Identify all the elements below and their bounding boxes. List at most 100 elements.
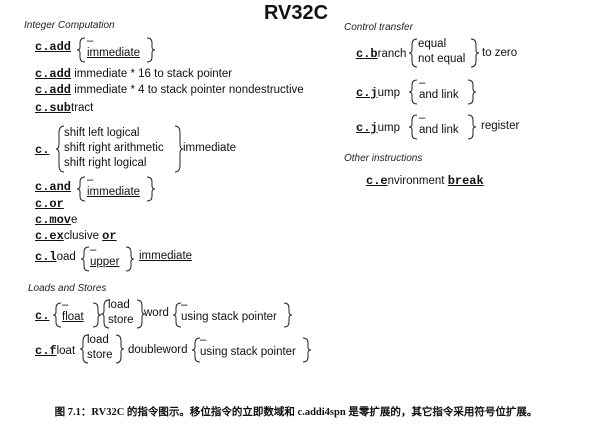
using-sp-options: – using stack pointer — [181, 299, 277, 325]
c-dot-mnemonic: c. — [35, 143, 50, 157]
not-equal-option: not equal — [418, 53, 466, 65]
word-label: word — [144, 307, 169, 319]
c-f-mnemonic: c.f — [35, 344, 57, 358]
and-link-option: and link — [419, 89, 459, 101]
c-j-mnemonic-2: c.j — [356, 121, 378, 135]
to-zero-label: to zero — [482, 47, 518, 59]
c-ex-mnemonic: c.ex — [35, 229, 64, 243]
row-c-branch: c.branch — [356, 47, 406, 61]
row-c-add-4sp: c.add immediate * 4 to stack pointer non… — [35, 83, 304, 97]
row-c-ebreak: c.environment break — [366, 174, 484, 188]
immediate-option: immediate — [87, 186, 141, 198]
row-c-add-16sp: c.add immediate * 16 to stack pointer — [35, 67, 232, 81]
c-dot-mnemonic: c. — [35, 309, 50, 323]
jump-reg-options: – and link — [419, 112, 459, 138]
c-e-mnemonic: c.e — [366, 174, 388, 188]
store-option: store — [108, 314, 134, 326]
dash-option: – — [90, 244, 97, 256]
c-add-16sp-text: immediate * 16 to stack pointer — [74, 68, 233, 80]
left-brace-icon — [191, 337, 201, 363]
left-brace-icon — [76, 176, 86, 202]
page-title: RV32C — [263, 2, 329, 24]
dash-option: – — [62, 299, 69, 311]
c-float-rest: loat — [56, 345, 76, 357]
and-link-option: and link — [419, 124, 459, 136]
section-integer-title: Integer Computation — [24, 20, 115, 31]
c-jump-rest-2: ump — [377, 122, 400, 134]
c-j-mnemonic: c.j — [356, 86, 378, 100]
branch-options: equal not equal — [418, 37, 465, 67]
register-label: register — [481, 120, 520, 132]
c-and-options: – immediate — [87, 174, 141, 200]
dash-option: – — [87, 35, 94, 47]
left-brace-icon — [79, 334, 89, 364]
shift-left-logical: shift left logical — [64, 127, 140, 139]
shift-options: shift left logical shift right arithmeti… — [64, 126, 164, 171]
right-brace-icon — [115, 334, 125, 364]
figure-caption: 图 7.1：RV32C 的指令图示。移位指令的立即数域和 c.addi4spn … — [54, 407, 538, 418]
right-brace-icon — [174, 125, 184, 173]
using-stack-pointer-option: using stack pointer — [181, 311, 277, 323]
dash-option: – — [200, 334, 207, 346]
or-mnemonic: or — [102, 229, 117, 243]
load-store-options-2: load store — [87, 333, 113, 363]
c-load-options: – upper — [90, 244, 120, 270]
c-sub-mnemonic: c.sub — [35, 101, 72, 115]
left-brace-icon — [76, 37, 86, 63]
c-load-rest: oad — [56, 251, 76, 263]
float-option: float — [62, 311, 84, 323]
shift-right-logical: shift right logical — [64, 157, 147, 169]
jump-options: – and link — [419, 77, 459, 103]
c-jump-rest: ump — [377, 87, 400, 99]
row-c-add: c.add — [35, 40, 71, 54]
left-brace-icon — [52, 302, 62, 328]
right-brace-icon — [470, 38, 480, 68]
load-store-options: load store — [108, 298, 134, 328]
upper-option: upper — [90, 256, 120, 268]
left-brace-icon — [100, 299, 110, 329]
using-sp-options-2: – using stack pointer — [200, 334, 296, 360]
dash-option: – — [419, 77, 426, 89]
right-brace-icon — [125, 246, 135, 272]
row-c-and: c.and — [35, 180, 71, 194]
break-mnemonic: break — [447, 174, 484, 188]
right-brace-icon — [92, 302, 102, 328]
c-sub-rest: tract — [71, 102, 94, 114]
row-c-sub: c.subtract — [35, 101, 93, 115]
doubleword-label: doubleword — [128, 344, 188, 356]
left-brace-icon — [408, 38, 418, 68]
shift-right-arithmetic: shift right arithmetic — [64, 142, 164, 154]
dash-option: – — [181, 299, 188, 311]
right-brace-icon — [302, 337, 312, 363]
right-brace-icon — [467, 79, 477, 105]
right-brace-icon — [283, 302, 293, 328]
c-add-options: – immediate — [87, 35, 141, 61]
c-add-4sp-text: immediate * 4 to stack pointer nondestru… — [74, 84, 304, 96]
c-environment-rest: nvironment — [387, 175, 448, 187]
c-add-mnemonic-2: c.add — [35, 67, 72, 81]
float-options: – float — [62, 299, 84, 325]
left-brace-icon — [172, 302, 182, 328]
left-brace-icon — [55, 125, 65, 173]
right-brace-icon — [146, 176, 156, 202]
row-c-xor: c.exclusive or — [35, 229, 117, 243]
row-ls-1: c. — [35, 309, 49, 323]
row-c-load: c.load — [35, 250, 76, 264]
c-b-mnemonic: c.b — [356, 47, 378, 61]
right-brace-icon — [467, 114, 477, 140]
section-loads-title: Loads and Stores — [28, 283, 107, 294]
row-c-or: c.or — [35, 197, 64, 211]
section-control-title: Control transfer — [344, 22, 413, 33]
dash-option: – — [419, 112, 426, 124]
immediate-option: immediate — [87, 47, 141, 59]
c-add-mnemonic: c.add — [35, 40, 72, 54]
row-ls-2: c.float — [35, 344, 75, 358]
store-option: store — [87, 349, 113, 361]
right-brace-icon — [136, 299, 146, 329]
row-c-shift: c. — [35, 143, 49, 157]
equal-option: equal — [418, 38, 447, 50]
load-immediate: immediate — [139, 250, 193, 262]
row-c-jump-reg: c.jump — [356, 121, 400, 135]
row-c-move: c.move — [35, 213, 77, 227]
left-brace-icon — [408, 79, 418, 105]
